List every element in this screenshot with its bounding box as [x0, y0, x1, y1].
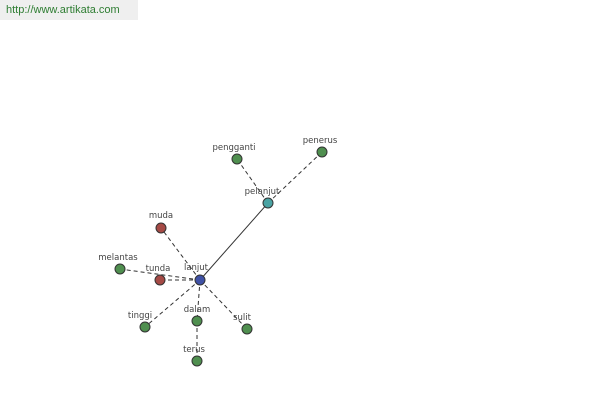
edge-lanjut-sulit	[199, 279, 248, 330]
edges-layer	[119, 151, 323, 361]
node-label-pengganti[interactable]: pengganti	[212, 143, 255, 153]
url-bar: http://www.artikata.com	[0, 0, 138, 20]
node-label-penerus[interactable]: penerus	[303, 136, 338, 146]
node-label-terus[interactable]: terus	[183, 345, 205, 355]
node-pelanjut[interactable]	[262, 197, 274, 209]
node-pengganti[interactable]	[231, 153, 243, 165]
node-label-muda[interactable]: muda	[149, 211, 173, 221]
node-muda[interactable]	[155, 222, 167, 234]
node-tunda[interactable]	[154, 274, 166, 286]
node-label-melantas[interactable]: melantas	[98, 253, 138, 263]
node-label-dalam[interactable]: dalam	[184, 305, 210, 315]
node-label-tunda[interactable]: tunda	[146, 264, 171, 274]
node-label-sulit[interactable]: sulit	[233, 313, 252, 323]
edge-lanjut-muda	[160, 227, 201, 281]
node-label-pelanjut[interactable]: pelanjut	[245, 187, 280, 197]
node-label-lanjut[interactable]: lanjut	[184, 263, 209, 273]
edge-pelanjut-pengganti	[236, 158, 269, 204]
node-terus[interactable]	[191, 355, 203, 367]
edge-pelanjut-penerus	[267, 151, 323, 204]
node-lanjut[interactable]	[194, 274, 206, 286]
node-tinggi[interactable]	[139, 321, 151, 333]
edge-lanjut-pelanjut	[199, 202, 269, 281]
nodes-layer	[114, 146, 328, 367]
labels-layer: lanjut pelanjut pengganti penerus muda melant…	[98, 136, 338, 355]
edge-lanjut-tinggi	[144, 279, 201, 328]
source-url-link[interactable]: http://www.artikata.com	[6, 4, 120, 16]
node-melantas[interactable]	[114, 263, 126, 275]
node-label-tinggi[interactable]: tinggi	[128, 311, 152, 321]
node-sulit[interactable]	[241, 323, 253, 335]
node-dalam[interactable]	[191, 315, 203, 327]
node-penerus[interactable]	[316, 146, 328, 158]
